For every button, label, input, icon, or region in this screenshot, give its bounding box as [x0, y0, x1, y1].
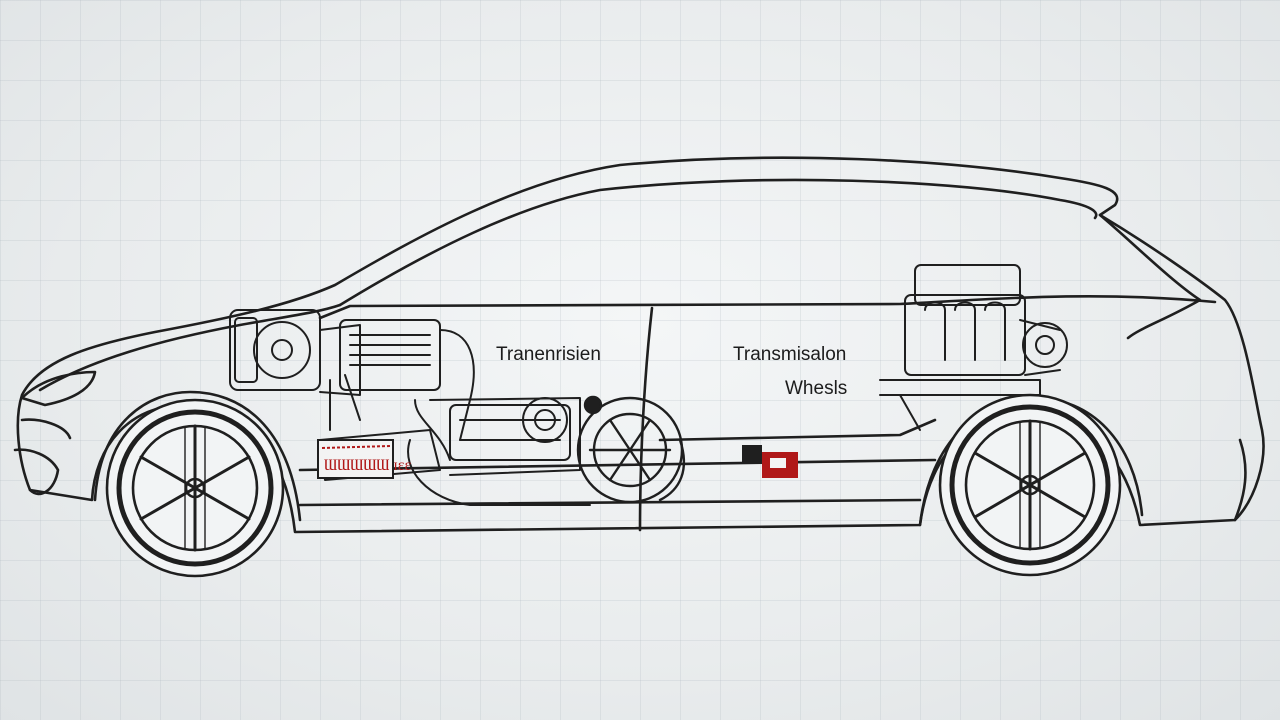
front-bumper [13, 448, 60, 496]
rear-bumper [1233, 438, 1247, 522]
headlight [20, 370, 97, 407]
belt-line [318, 294, 1217, 320]
hood-line [38, 303, 342, 392]
front-lower-intake [20, 418, 72, 440]
rear-window [1098, 213, 1202, 340]
roof-inner-line [338, 178, 1098, 307]
battery-pack: ƜƜƜƜƜ ɪɛɛ [317, 439, 411, 479]
rear-wheel [938, 393, 1122, 577]
label-left-transmission: Tranenrisien [496, 344, 601, 365]
front-wheel-arch [93, 390, 302, 522]
rear-engine-assembly [879, 264, 1068, 431]
front-wheel [105, 398, 285, 578]
label-right-transmission: Transmisalon [733, 344, 846, 365]
front-engine-assembly [229, 309, 591, 506]
floor-rail-top [298, 458, 937, 472]
transmission-unit [576, 395, 686, 504]
sill-line [658, 418, 937, 442]
exhaust-marker [742, 445, 798, 478]
floor-rail-bottom [298, 498, 922, 507]
battery-marking: ƜƜƜƜƜ ɪɛɛ [324, 457, 411, 474]
label-wheels: Whesls [785, 378, 847, 399]
